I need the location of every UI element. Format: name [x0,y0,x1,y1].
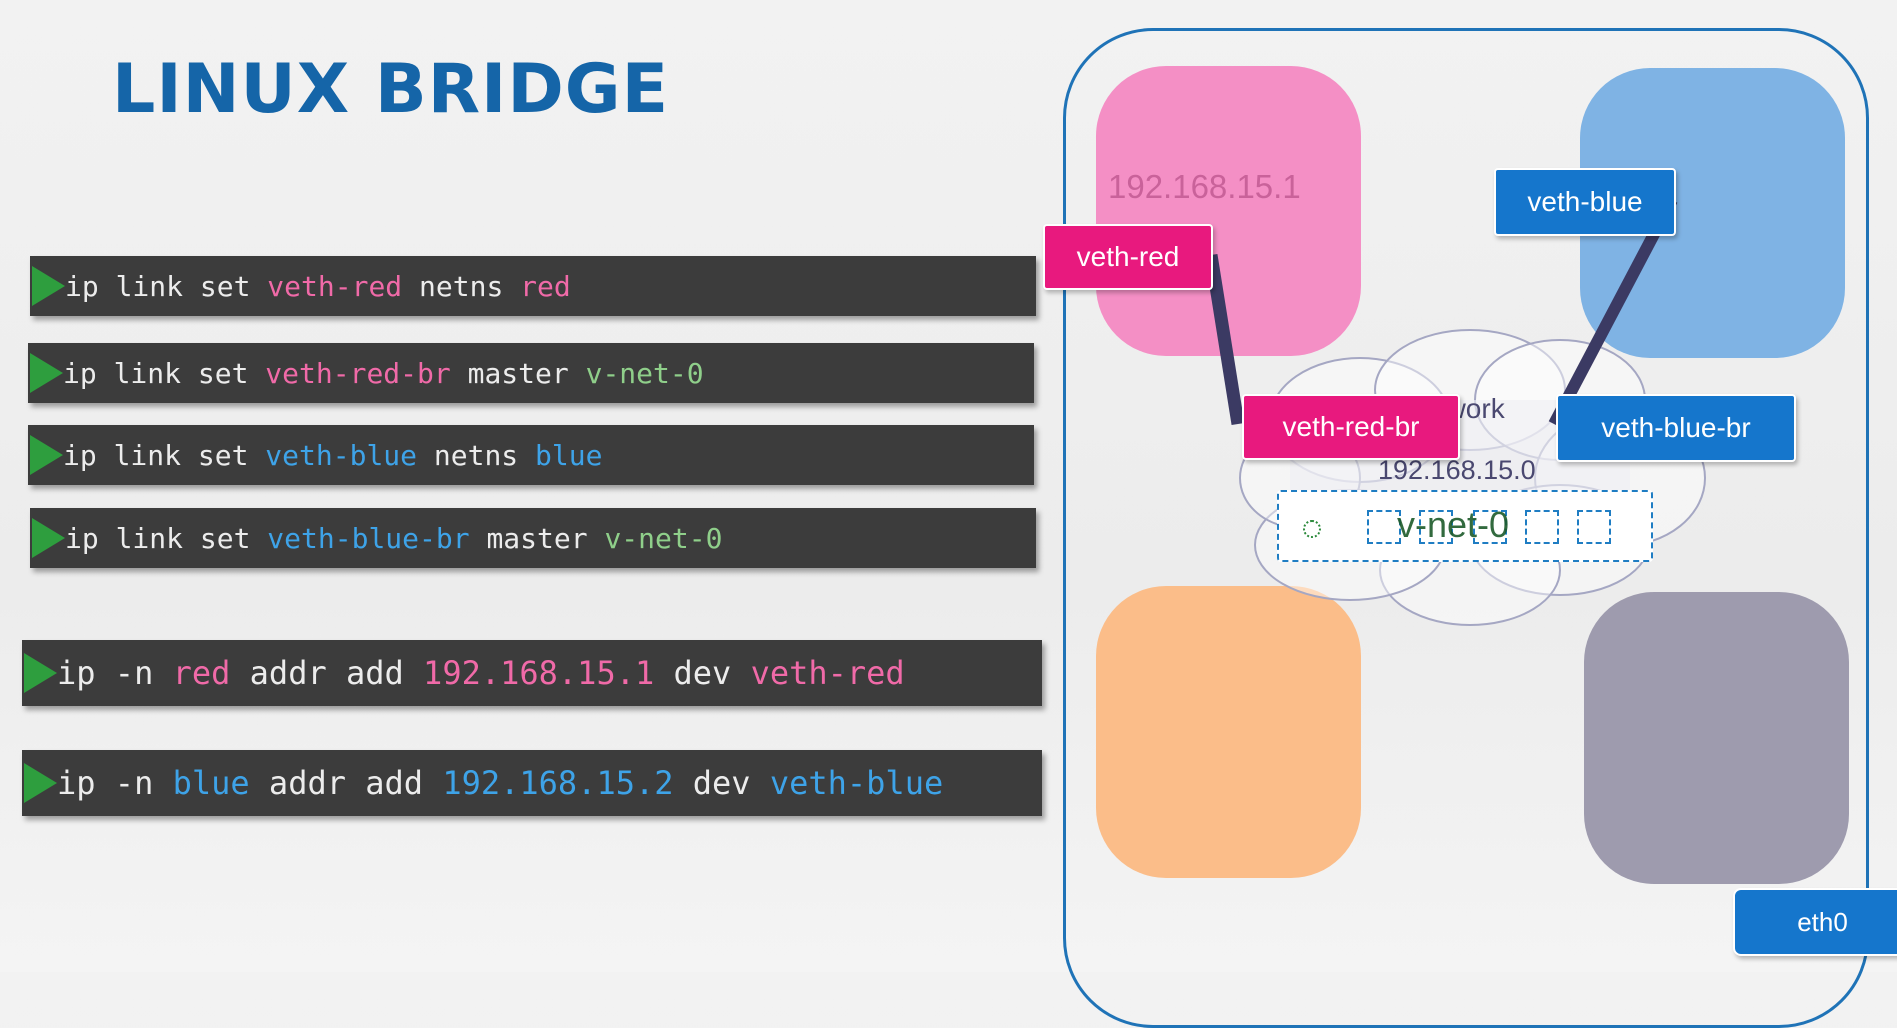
command-line: ip link set veth-blue netns blue [28,425,1034,485]
command-token: veth-blue-br [267,521,470,555]
veth-blue-br-tag: veth-blue-br [1556,394,1796,462]
command-token: master [450,356,586,390]
red-namespace-ip: 192.168.15.1 [1108,168,1301,205]
command-token: red [520,269,571,303]
command-token: red [172,654,231,692]
play-icon [24,763,57,803]
veth-blue-tag: veth-blue [1494,168,1676,236]
veth-red-tag: veth-red [1043,224,1213,290]
command-token: ip -n [57,654,173,692]
command-line: ip link set veth-blue-br master v-net-0 [30,508,1036,568]
play-icon [30,353,63,393]
network-diagram [1204,197,1706,626]
command-token: addr add [230,654,424,692]
command-token: blue [172,764,250,802]
command-token: 192.168.15.2 [442,764,674,802]
command-line: ip -n red addr add 192.168.15.1 dev veth… [22,640,1042,706]
command-token: veth-red [750,654,905,692]
eth0-tag: eth0 [1733,888,1897,956]
command-line: ip link set veth-red netns red [30,256,1036,316]
red-namespace [1096,66,1361,356]
command-token: addr add [249,764,443,802]
orange-namespace [1096,586,1361,878]
command-token: 192.168.15.1 [423,654,655,692]
play-icon [32,518,65,558]
veth-red-br-tag: veth-red-br [1242,394,1460,460]
command-token: veth-blue [265,438,418,472]
gray-namespace [1584,592,1849,884]
slide-title: LINUX BRIDGE [112,50,670,129]
network-ip: 192.168.15.0 [1378,455,1536,485]
command-token: dev [673,764,770,802]
command-token: veth-red-br [265,356,451,390]
bridge-switch: v-net-0 [1277,490,1653,562]
command-token: ip link set [63,438,266,472]
veth-red-cable [1204,253,1245,426]
command-token: v-net-0 [585,356,704,390]
command-token: netns [417,438,536,472]
play-icon [24,653,57,693]
command-line: ip link set veth-red-br master v-net-0 [28,343,1034,403]
bridge-port [1473,510,1507,544]
command-token: ip link set [65,521,268,555]
command-token: ip -n [57,764,173,802]
play-icon [32,266,65,306]
command-token: netns [402,269,521,303]
command-line: ip -n blue addr add 192.168.15.2 dev vet… [22,750,1042,816]
command-token: blue [535,438,603,472]
bridge-port [1367,510,1401,544]
command-token: dev [654,654,751,692]
command-token: ip link set [63,356,266,390]
command-token: v-net-0 [604,521,723,555]
command-token: master [469,521,605,555]
bridge-port [1525,510,1559,544]
play-icon [30,435,63,475]
bridge-name: v-net-0 [1397,504,1510,545]
command-token: veth-red [267,269,403,303]
command-token: veth-blue [769,764,944,802]
bridge-port [1419,510,1453,544]
bridge-port [1577,510,1611,544]
command-token: ip link set [65,269,268,303]
bridge-indicator-icon [1303,520,1321,538]
veth-blue-cable [1548,197,1678,427]
